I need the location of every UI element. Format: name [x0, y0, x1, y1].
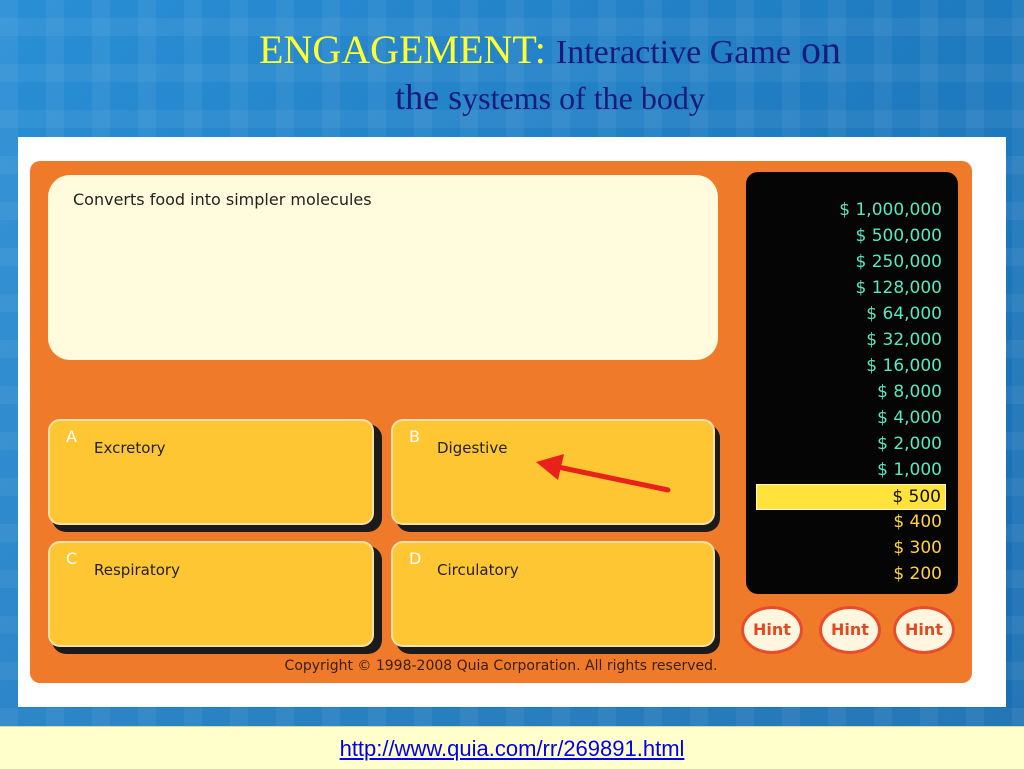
prize-ladder-panel	[746, 172, 958, 594]
answer-a-button[interactable]: A Excretory	[48, 419, 374, 525]
answer-d-letter: D	[409, 549, 422, 568]
prize-level: $ 16,000	[866, 356, 942, 376]
prize-ladder: $ 1,000,000 $ 500,000 $ 250,000 $ 128,00…	[756, 198, 946, 588]
prize-level: $ 200	[893, 564, 942, 584]
hint-button-1[interactable]: Hint	[741, 606, 803, 654]
hint-button-2[interactable]: Hint	[819, 606, 881, 654]
prize-level: $ 128,000	[855, 278, 942, 298]
answer-b-letter: B	[409, 427, 420, 446]
prize-level-current: $ 500	[756, 484, 946, 510]
red-arrow-icon	[536, 454, 671, 493]
answer-a-label: Excretory	[94, 439, 166, 457]
copyright-text: Copyright © 1998-2008 Quia Corporation. …	[284, 658, 718, 674]
answer-c-label: Respiratory	[94, 561, 180, 579]
footer-bar	[0, 726, 1024, 769]
title-the: the	[395, 76, 440, 117]
prize-level: $ 400	[893, 512, 942, 532]
source-link[interactable]: http://www.quia.com/rr/269891.html	[339, 736, 685, 761]
hint-button-3[interactable]: Hint	[893, 606, 955, 654]
prize-level: $ 2,000	[877, 434, 942, 454]
answer-b-label: Digestive	[437, 439, 508, 457]
prize-level: $ 32,000	[866, 330, 942, 350]
answer-d-button[interactable]: D Circulatory	[391, 541, 715, 647]
prize-level: $ 8,000	[877, 382, 942, 402]
answer-d-label: Circulatory	[437, 561, 519, 579]
prize-level: $ 250,000	[855, 252, 942, 272]
answer-a-letter: A	[66, 427, 77, 446]
title-part1: Interactive Game	[555, 34, 791, 71]
slide-title: ENGAGEMENT: Interactive Game on the syst…	[140, 27, 960, 117]
title-engagement: ENGAGEMENT:	[259, 27, 546, 72]
answer-c-letter: C	[66, 549, 78, 568]
question-box	[48, 175, 718, 360]
prize-level: $ 1,000,000	[839, 200, 942, 220]
prize-level: $ 64,000	[866, 304, 942, 324]
prize-level: $ 300	[893, 538, 942, 558]
title-s: s	[448, 76, 463, 117]
title-on: on	[800, 27, 841, 72]
answer-c-button[interactable]: C Respiratory	[48, 541, 374, 647]
prize-level: $ 500,000	[855, 226, 942, 246]
question-text: Converts food into simpler molecules	[73, 190, 372, 209]
prize-level: $ 1,000	[877, 460, 942, 480]
title-part2: ystems of the body	[462, 79, 705, 116]
prize-level: $ 4,000	[877, 408, 942, 428]
